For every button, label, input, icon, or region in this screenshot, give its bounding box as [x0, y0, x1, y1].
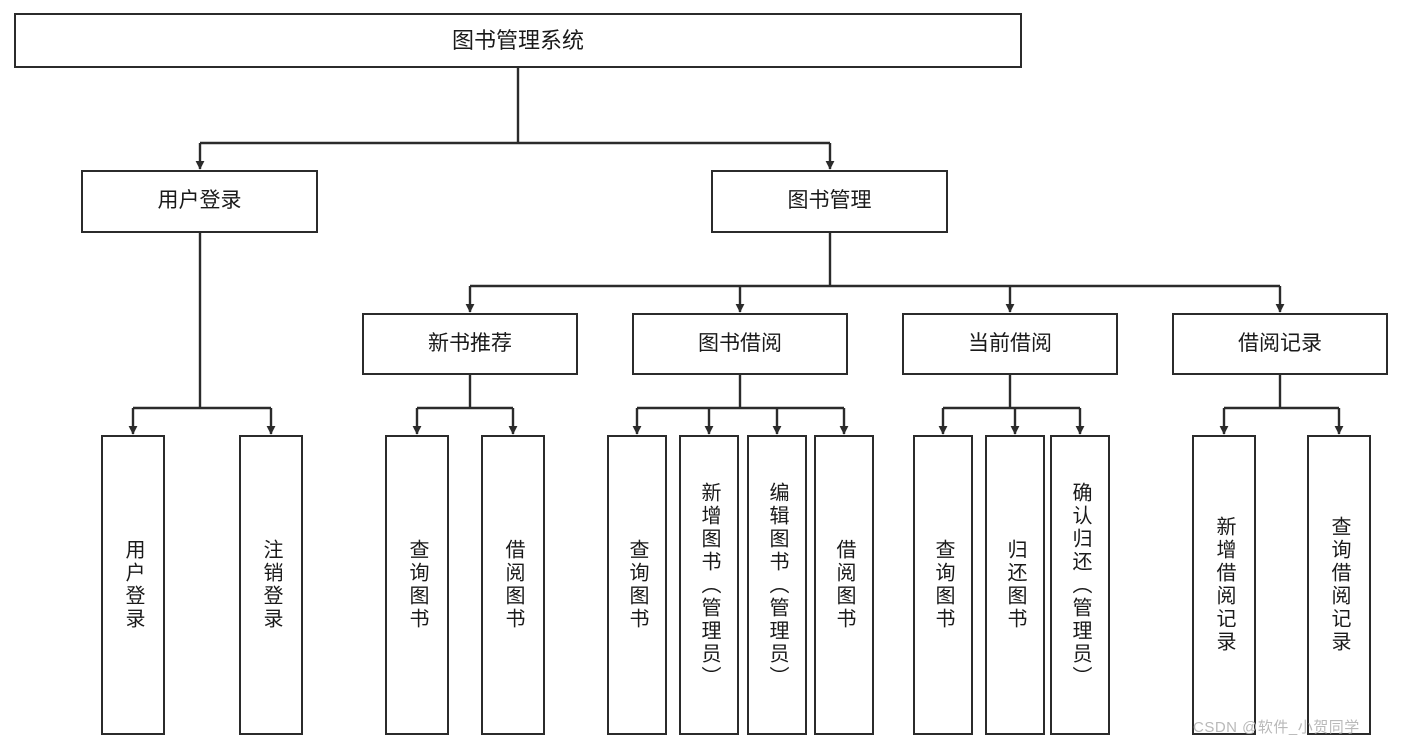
node-label: 借阅记录 — [1238, 331, 1322, 355]
node-label: 用户登录 — [122, 539, 144, 631]
node-leaf-user-logout[interactable]: 注销登录 — [239, 435, 303, 735]
node-label: 查询图书 — [406, 539, 428, 631]
node-leaf-query-book-2[interactable]: 查询图书 — [607, 435, 667, 735]
node-label: 借阅图书 — [502, 539, 524, 631]
node-label: 查询图书 — [626, 539, 648, 631]
node-label: 借阅图书 — [833, 539, 855, 631]
node-leaf-query-record[interactable]: 查询借阅记录 — [1307, 435, 1371, 735]
node-leaf-user-login[interactable]: 用户登录 — [101, 435, 165, 735]
node-label: 新增图书（管理员） — [698, 481, 720, 689]
node-borrow-record[interactable]: 借阅记录 — [1172, 313, 1388, 375]
node-user-login[interactable]: 用户登录 — [81, 170, 318, 233]
node-leaf-query-book-1[interactable]: 查询图书 — [385, 435, 449, 735]
node-label: 新增借阅记录 — [1213, 516, 1235, 654]
node-leaf-borrow-book-2[interactable]: 借阅图书 — [814, 435, 874, 735]
node-label: 图书管理 — [787, 189, 872, 213]
node-leaf-borrow-book-1[interactable]: 借阅图书 — [481, 435, 545, 735]
node-book-borrow[interactable]: 图书借阅 — [632, 313, 848, 375]
node-label: 查询借阅记录 — [1328, 516, 1350, 654]
node-label: 编辑图书（管理员） — [766, 481, 788, 689]
node-label: 图书借阅 — [698, 331, 782, 355]
csdn-watermark: CSDN @软件_小贺同学 — [1193, 719, 1360, 736]
node-label: 注销登录 — [260, 539, 282, 631]
node-leaf-add-record[interactable]: 新增借阅记录 — [1192, 435, 1256, 735]
node-leaf-query-book-3[interactable]: 查询图书 — [913, 435, 973, 735]
node-label: 新书推荐 — [428, 331, 512, 355]
node-label: 用户登录 — [157, 189, 242, 213]
node-new-book-rec[interactable]: 新书推荐 — [362, 313, 578, 375]
node-book-manage[interactable]: 图书管理 — [711, 170, 948, 233]
node-label: 当前借阅 — [968, 331, 1052, 355]
node-root[interactable]: 图书管理系统 — [14, 13, 1022, 68]
node-label: 图书管理系统 — [451, 27, 584, 53]
node-label: 确认归还（管理员） — [1069, 481, 1091, 689]
node-leaf-return-book[interactable]: 归还图书 — [985, 435, 1045, 735]
node-leaf-edit-book[interactable]: 编辑图书（管理员） — [747, 435, 807, 735]
node-leaf-add-book[interactable]: 新增图书（管理员） — [679, 435, 739, 735]
node-leaf-confirm-return[interactable]: 确认归还（管理员） — [1050, 435, 1110, 735]
node-label: 查询图书 — [932, 539, 954, 631]
node-label: 归还图书 — [1004, 539, 1026, 631]
node-current-borrow[interactable]: 当前借阅 — [902, 313, 1118, 375]
